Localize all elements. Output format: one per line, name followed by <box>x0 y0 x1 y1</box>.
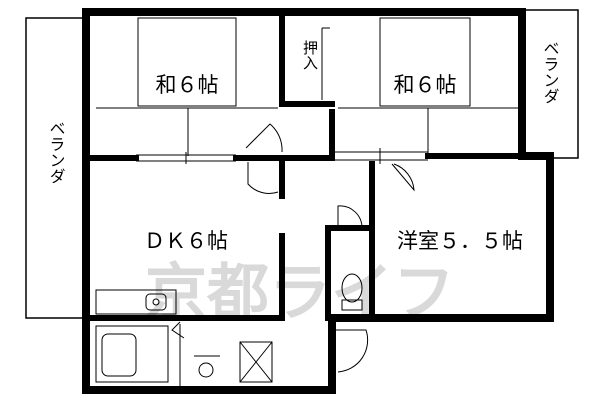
room-label-western: 洋室５．５帖 <box>397 229 523 253</box>
veranda-label-right: ベランダ <box>541 40 560 104</box>
closet-label: 押入 <box>301 40 319 70</box>
door-swings <box>171 123 415 373</box>
interior-details <box>82 17 554 290</box>
interior-walls <box>83 9 525 321</box>
laundry-area <box>194 341 273 383</box>
room-label-tatami-right: 和６帖 <box>394 73 457 97</box>
veranda-label-left: ベランダ <box>47 120 66 184</box>
bath <box>95 324 181 386</box>
outer-walls <box>82 8 554 394</box>
room-label-dk: ＤＫ６帖 <box>144 229 228 253</box>
kitchen-counter <box>95 289 177 315</box>
toilet <box>341 273 363 311</box>
room-label-tatami-left: 和６帖 <box>156 73 219 97</box>
